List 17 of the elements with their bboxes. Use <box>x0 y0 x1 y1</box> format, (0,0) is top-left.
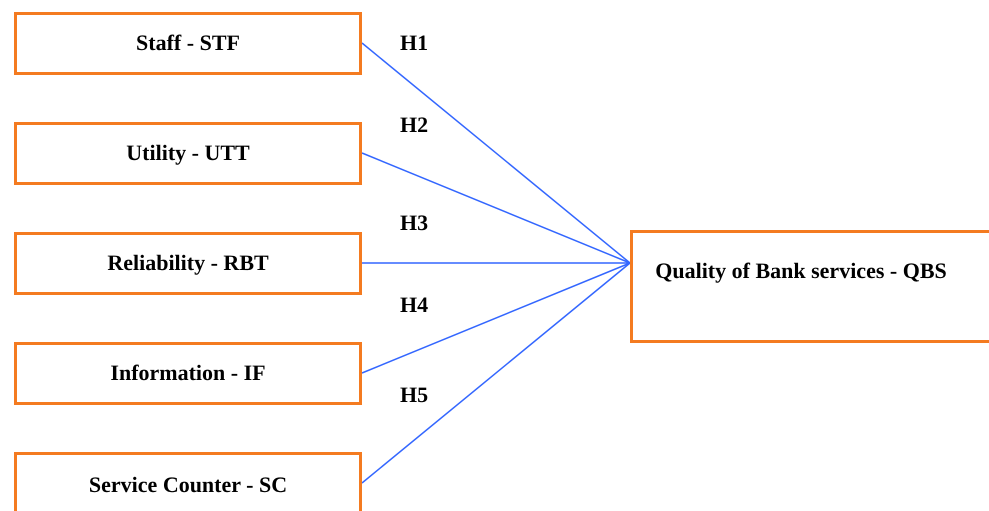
process-box <box>14 122 362 185</box>
connector-line <box>362 262 630 484</box>
connector-line <box>362 262 630 264</box>
node-label: Quality of Bank services - QBS <box>655 258 947 285</box>
node-label: Reliability - RBT <box>107 250 269 277</box>
node-label: Utility - UTT <box>126 140 250 167</box>
process-box <box>14 452 362 511</box>
connector-line <box>362 262 630 374</box>
process-box <box>14 232 362 295</box>
connector-line <box>362 152 630 264</box>
connector-line <box>362 42 630 264</box>
node-label: Information - IF <box>110 360 266 387</box>
process-box <box>14 12 362 75</box>
node-label: Staff - STF <box>136 30 240 57</box>
node-label: Service Counter - SC <box>88 472 288 498</box>
process-box <box>630 230 989 343</box>
process-box <box>14 342 362 405</box>
